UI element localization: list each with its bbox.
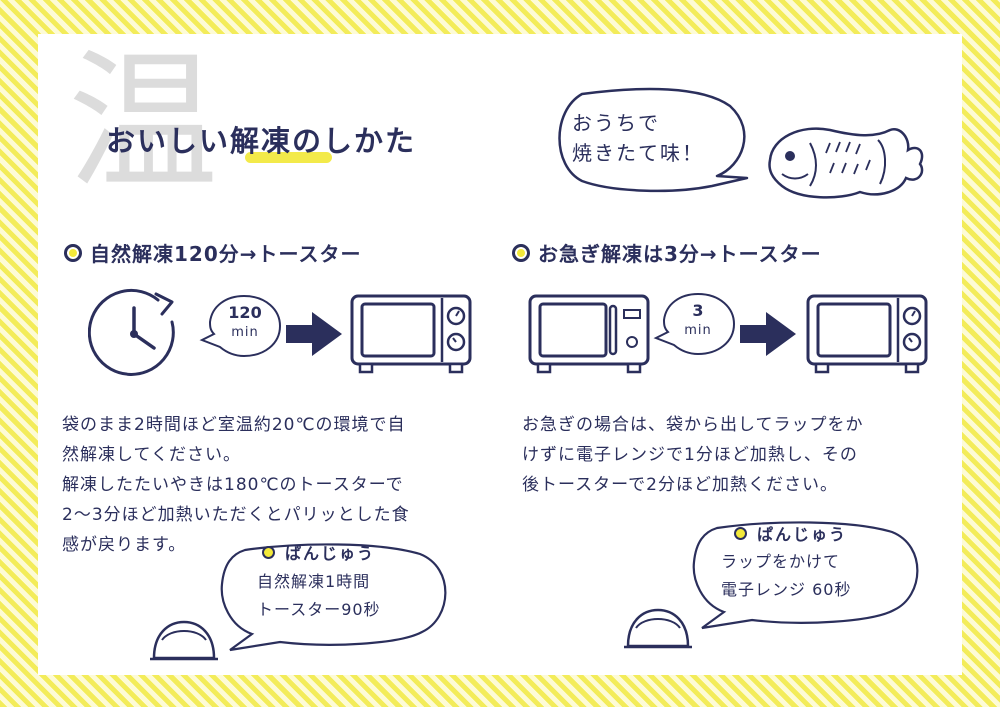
timer-unit: min	[684, 323, 712, 338]
right-heading: お急ぎ解凍は3分→トースター	[512, 238, 822, 267]
taiyaki-icon	[768, 127, 924, 199]
right-note-text: ラップをかけて 電子レンジ 60秒	[721, 548, 851, 604]
background-kanji: 温	[68, 36, 219, 210]
arrow-right-icon	[286, 312, 342, 356]
right-note-bubble	[692, 521, 919, 630]
right-note-title: ぱんじゅう	[734, 521, 847, 545]
timer-bubble	[199, 294, 282, 358]
toaster-icon	[806, 294, 928, 374]
left-body-line: 2〜3分ほど加熱いただくとパリッとした食	[62, 505, 410, 525]
speech-bubble	[558, 87, 749, 193]
left-heading-text: 自然解凍120分→トースター	[90, 242, 362, 266]
microwave-icon	[528, 294, 650, 374]
bullet-icon	[734, 526, 747, 540]
left-note-text: 自然解凍1時間 トースター90秒	[257, 568, 381, 624]
timer-value: 120	[228, 303, 262, 322]
right-body-line: お急ぎの場合は、袋から出してラップをか	[522, 415, 864, 435]
left-body-line: 感が戻ります。	[62, 535, 187, 555]
toaster-icon	[350, 294, 472, 374]
right-body-line: けずに電子レンジで1分ほど加熱し、その	[522, 445, 858, 465]
bullet-icon	[512, 243, 530, 262]
speech-line-2: 焼きたて味！	[572, 141, 704, 165]
page-title: おいしい解凍のしかた	[106, 124, 417, 158]
bullet-icon	[262, 545, 275, 559]
left-body-line: 然解凍してください。	[62, 445, 241, 465]
speech-line-1: おうちで	[572, 111, 660, 135]
right-note-line-2: 電子レンジ 60秒	[721, 580, 852, 599]
left-body-line: 解凍したたいやきは180℃のトースターで	[62, 475, 404, 495]
right-note-title-text: ぱんじゅう	[757, 525, 848, 544]
clock-icon	[88, 288, 175, 376]
arrow-right-icon	[740, 312, 796, 356]
right-heading-text: お急ぎ解凍は3分→トースター	[538, 242, 822, 266]
title-highlight	[245, 152, 332, 163]
panjuu-icon	[150, 620, 218, 661]
left-note-line-2: トースター90秒	[257, 600, 381, 619]
left-body: 袋のまま2時間ほど室温約20℃の環境で自 然解凍してください。 解凍したたいやき…	[62, 410, 482, 560]
left-note-line-1: 自然解凍1時間	[257, 572, 371, 591]
right-note-line-1: ラップをかけて	[721, 552, 841, 571]
left-body-line: 袋のまま2時間ほど室温約20℃の環境で自	[62, 415, 406, 435]
timer-unit: min	[231, 325, 259, 340]
timer-bubble	[653, 292, 736, 356]
speech-bubble-text: おうちで 焼きたて味！	[572, 108, 704, 168]
right-body: お急ぎの場合は、袋から出してラップをか けずに電子レンジで1分ほど加熱し、その …	[522, 410, 942, 500]
right-body-line: 後トースターで2分ほど加熱ください。	[522, 475, 838, 495]
left-note-bubble	[220, 543, 447, 652]
left-note-title: ぱんじゅう	[262, 540, 375, 564]
left-heading: 自然解凍120分→トースター	[64, 238, 362, 267]
left-note-title-text: ぱんじゅう	[285, 544, 376, 563]
timer-value: 3	[692, 301, 704, 320]
bullet-icon	[64, 243, 82, 262]
panjuu-icon	[624, 608, 692, 649]
